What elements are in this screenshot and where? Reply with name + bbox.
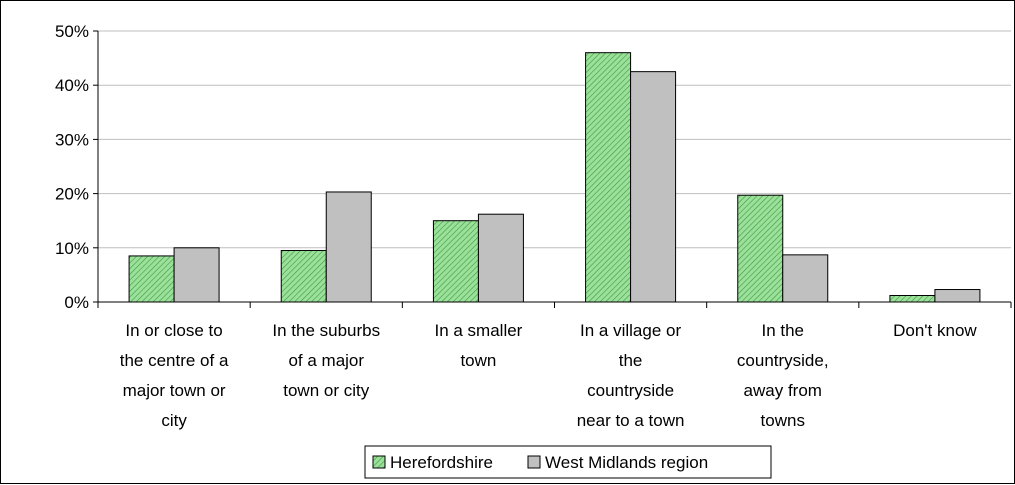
bar-herefordshire	[737, 194, 784, 303]
x-tick-label: towns	[761, 411, 805, 430]
x-tick-label: away from	[744, 381, 822, 400]
y-tick-label: 50%	[55, 22, 89, 41]
bar-west-midlands	[630, 71, 677, 303]
bar-herefordshire	[889, 294, 936, 303]
y-tick-label: 20%	[55, 185, 89, 204]
bar-west-midlands	[934, 289, 981, 303]
bar-herefordshire	[280, 250, 327, 303]
x-tick-label: the centre of a	[120, 351, 229, 370]
x-tick-label: Don't know	[893, 321, 977, 340]
x-tick-label: near to a town	[577, 411, 685, 430]
x-tick-label: In a village or	[580, 321, 681, 340]
legend-label: West Midlands region	[545, 453, 708, 472]
bar-herefordshire	[432, 220, 479, 303]
x-tick-label: town or city	[283, 381, 369, 400]
bars	[128, 52, 981, 303]
x-tick-label: the	[619, 351, 643, 370]
x-tick-label: In the	[761, 321, 804, 340]
bar-herefordshire	[128, 255, 175, 303]
x-tick-label: In a smaller	[434, 321, 522, 340]
legend-swatch	[527, 455, 541, 469]
gridlines	[98, 30, 1011, 249]
x-tick-label: countryside	[587, 381, 674, 400]
legend-swatch	[372, 455, 386, 469]
x-tick-label: major town or	[123, 381, 226, 400]
bar-west-midlands	[325, 191, 372, 303]
y-tick-label: 40%	[55, 76, 89, 95]
bar-herefordshire	[585, 52, 632, 303]
bar-west-midlands	[477, 213, 524, 303]
axes	[93, 30, 1012, 308]
x-tick-label: In or close to	[125, 321, 222, 340]
x-tick-label: of a major	[288, 351, 364, 370]
legend: Herefordshire West Midlands region	[364, 445, 772, 479]
bar-west-midlands	[782, 254, 829, 303]
y-tick-label: 30%	[55, 130, 89, 149]
y-tick-label: 0%	[64, 293, 89, 312]
x-tick-label: In the suburbs	[272, 321, 380, 340]
y-tick-label: 10%	[55, 239, 89, 258]
x-tick-label: countryside,	[737, 351, 829, 370]
x-tick-labels: In or close to the centre of a major town …	[120, 321, 978, 430]
y-tick-labels: 0% 10% 20% 30% 40% 50%	[55, 22, 89, 312]
legend-box	[364, 445, 772, 479]
x-tick-label: town	[460, 351, 496, 370]
bar-west-midlands	[173, 247, 220, 303]
x-tick-label: city	[161, 411, 187, 430]
legend-label: Herefordshire	[390, 453, 493, 472]
